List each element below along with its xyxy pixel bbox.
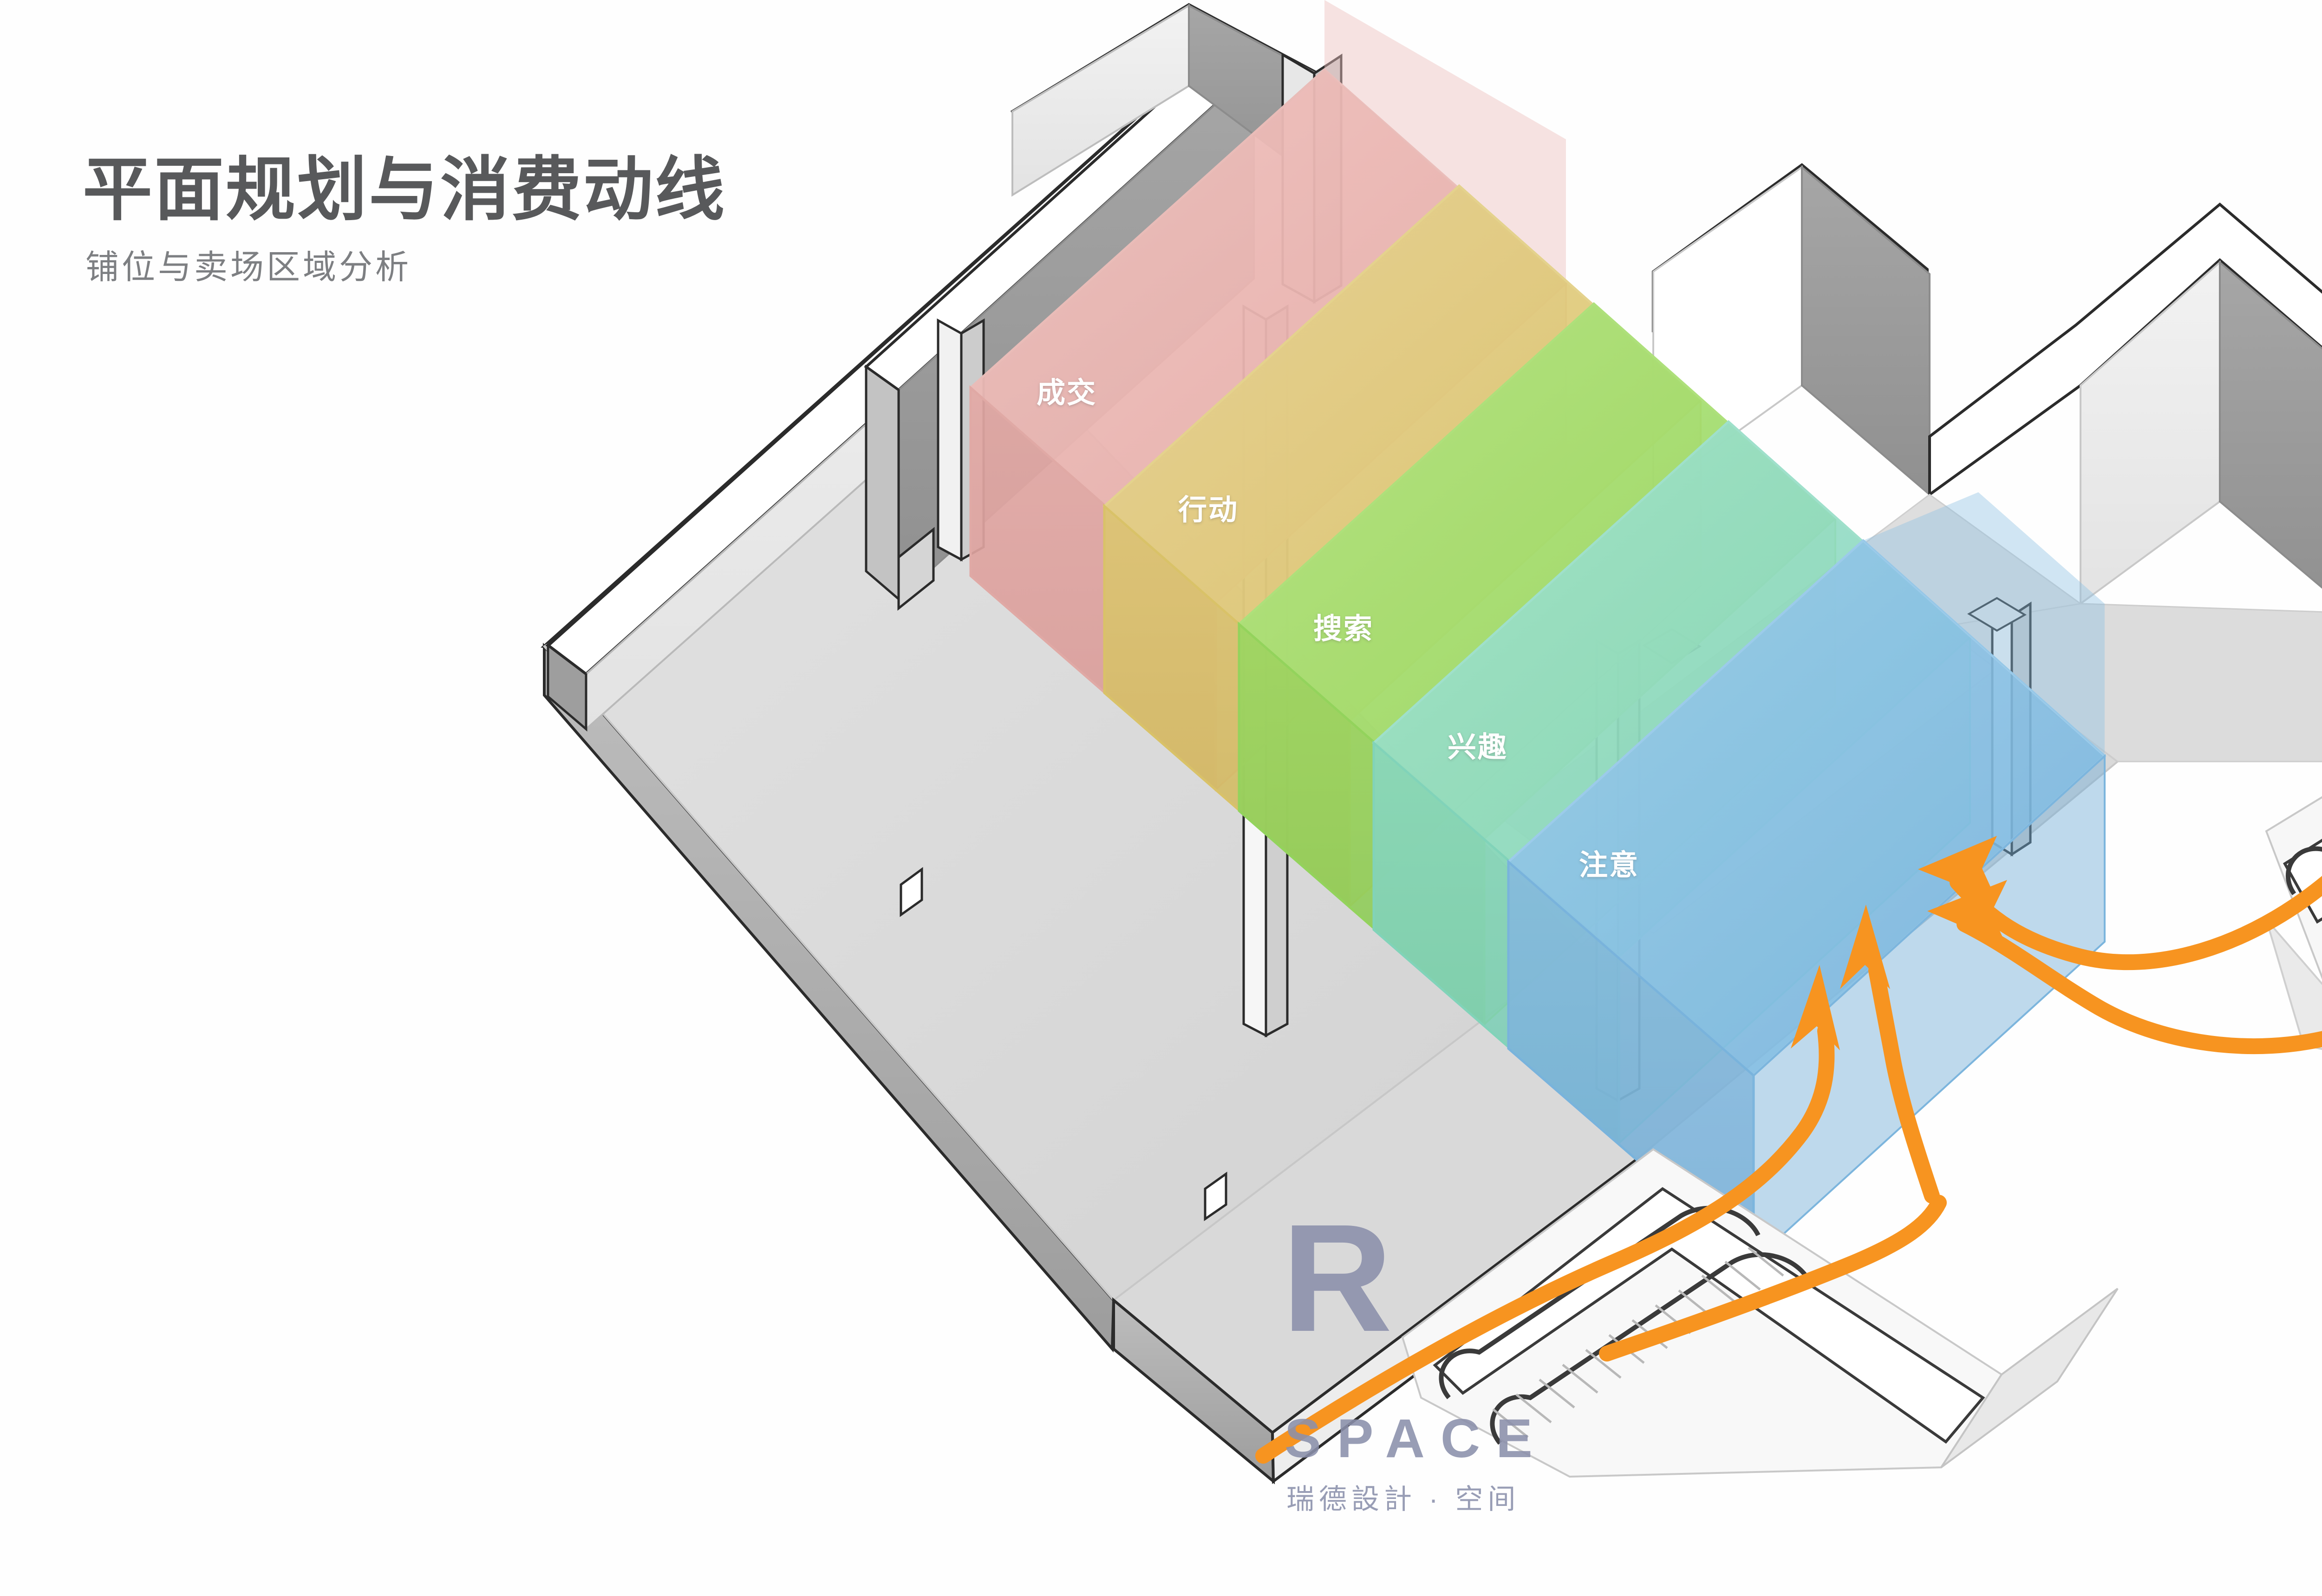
- flow-escalator-deck: [1599, 1195, 1947, 1361]
- zone-label-xingdong: 行动: [1178, 494, 1239, 526]
- zone-label-chengjiao: 成交: [1037, 377, 1097, 409]
- title-block: 平面规划与消费动线 铺位与卖场区域分析: [83, 153, 726, 288]
- flow-lower-escalator: [1868, 963, 1940, 1204]
- flow-main-right: [1950, 874, 2322, 971]
- arrow-head-3: [1840, 905, 1890, 989]
- arrow-head-2: [1927, 880, 2007, 945]
- arrow-head-4: [1791, 965, 1840, 1050]
- zone-label-xingqu: 兴趣: [1448, 731, 1508, 763]
- zone-label-sousuo: 搜索: [1313, 613, 1374, 645]
- zone-label-zhuyi: 注意: [1579, 849, 1640, 881]
- flow-bottom-left: [1255, 1023, 1835, 1464]
- zone-zhuyi[interactable]: [1507, 492, 2107, 1264]
- page-subtitle: 铺位与卖场区域分析: [85, 249, 412, 286]
- floor-notches: [900, 867, 1227, 1221]
- page-title: 平面规划与消费动线: [83, 150, 727, 228]
- arrow-head-1: [1918, 836, 1997, 901]
- escalator-upper-right: [2265, 796, 2322, 1050]
- flow-secondary-right: [1957, 916, 2322, 1055]
